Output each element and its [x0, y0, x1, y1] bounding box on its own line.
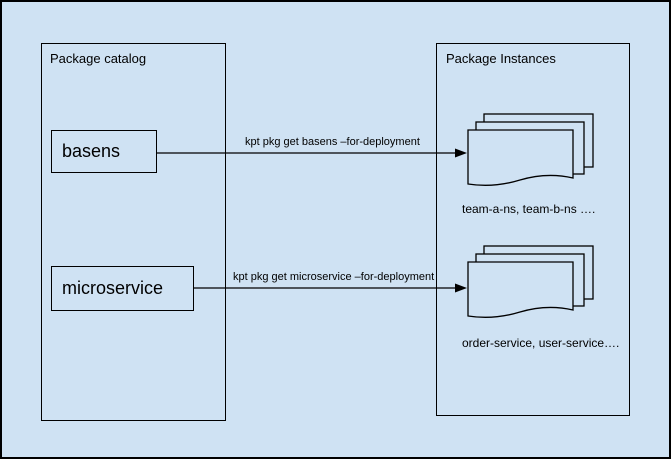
package-node-basens-label: basens: [62, 141, 121, 161]
package-node-microservice: microservice: [51, 266, 194, 311]
package-instances-box: Package Instances: [436, 43, 630, 416]
package-instances-title: Package Instances: [446, 51, 556, 66]
arrow-microservice: [194, 283, 467, 293]
package-catalog-box: Package catalog basens microservice: [41, 43, 226, 421]
stack-caption-services: order-service, user-service….: [462, 336, 620, 350]
arrow-label-microservice-command: kpt pkg get microservice –for-deployment: [233, 271, 435, 283]
package-node-basens: basens: [51, 130, 157, 173]
package-catalog-title: Package catalog: [50, 51, 147, 66]
arrow-label-basens-command: kpt pkg get basens –for-deployment: [245, 136, 420, 148]
package-node-microservice-label: microservice: [62, 278, 164, 298]
stack-caption-team-namespaces: team-a-ns, team-b-ns ….: [462, 202, 596, 216]
